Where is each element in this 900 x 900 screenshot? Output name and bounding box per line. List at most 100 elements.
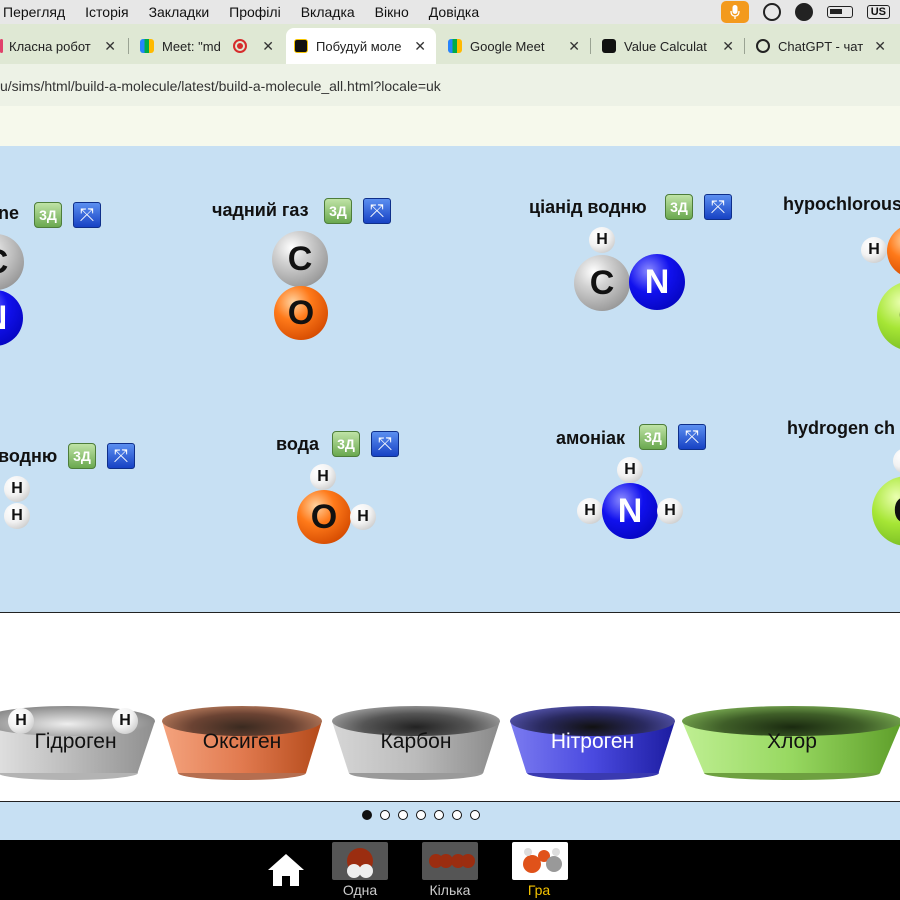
multiple-molecules-icon: [429, 854, 475, 868]
close-icon[interactable]: ✕: [104, 38, 116, 54]
tab-label: Value Calculat: [624, 38, 707, 54]
screen-multiple-button[interactable]: [422, 842, 478, 880]
carbon-atom[interactable]: C: [0, 234, 24, 290]
simulation-area: ne 3Д ⤧ C N чадний газ 3Д ⤧ C O ціанід в…: [0, 146, 900, 840]
screen-single-button[interactable]: [332, 842, 388, 880]
chlorine-atom[interactable]: C: [872, 476, 900, 546]
pager-dot[interactable]: [416, 810, 426, 820]
tab-google-meet[interactable]: Google Meet ✕: [438, 28, 590, 64]
pager-dot[interactable]: [470, 810, 480, 820]
hydrogen-atom[interactable]: H: [589, 227, 615, 253]
kit-label: Оксиген: [202, 730, 282, 753]
break-apart-button[interactable]: ⤧: [363, 198, 391, 224]
hydrogen-atom[interactable]: H: [657, 498, 683, 524]
hydrogen-atom[interactable]: H: [350, 504, 376, 530]
hydrogen-atom[interactable]: H: [4, 476, 30, 502]
skype-icon[interactable]: [762, 3, 781, 21]
nitrogen-atom[interactable]: N: [629, 254, 685, 310]
chatgpt-icon: [756, 39, 770, 53]
close-icon[interactable]: ✕: [262, 38, 274, 54]
break-apart-button[interactable]: ⤧: [73, 202, 101, 228]
hydrogen-atom[interactable]: H: [8, 708, 34, 734]
hydrogen-atom[interactable]: H: [577, 498, 603, 524]
pager-dot[interactable]: [452, 810, 462, 820]
address-bar[interactable]: u/sims/html/build-a-molecule/latest/buil…: [0, 64, 900, 106]
break-apart-button[interactable]: ⤧: [704, 194, 732, 220]
molecule-name: hypochlorous: [783, 194, 900, 214]
chlorine-kit-bowl[interactable]: Хлор: [682, 706, 900, 780]
tab-label: Побудуй моле: [316, 38, 402, 54]
tab-separator: [744, 38, 745, 54]
bookmarks-bar: [0, 106, 900, 146]
oxygen-kit-bowl[interactable]: Оксиген: [162, 706, 322, 780]
nitrogen-kit-bowl[interactable]: Нітроген: [510, 706, 675, 780]
close-icon[interactable]: ✕: [414, 38, 426, 54]
molecule-name: ціанід водню: [529, 197, 647, 217]
tab-label: Класна робот: [9, 38, 91, 54]
molecule-name: чадний газ: [212, 200, 309, 220]
tab-value-calculator[interactable]: Value Calculat ✕: [592, 28, 744, 64]
break-apart-button[interactable]: ⤧: [678, 424, 706, 450]
pager-dot[interactable]: [434, 810, 444, 820]
show-3d-button[interactable]: 3Д: [332, 431, 360, 457]
pager-dot[interactable]: [380, 810, 390, 820]
show-3d-button[interactable]: 3Д: [665, 194, 693, 220]
menu-view[interactable]: Перегляд: [3, 4, 66, 20]
hydrogen-atom[interactable]: H: [112, 708, 138, 734]
tab-strip: Класна робот ✕ Meet: "md ✕ Побудуй моле …: [0, 24, 900, 64]
tab-chatgpt[interactable]: ChatGPT - чат ✕: [746, 28, 896, 64]
menu-bookmarks[interactable]: Закладки: [148, 4, 210, 20]
oxygen-atom[interactable]: O: [274, 286, 328, 340]
carbon-atom[interactable]: C: [574, 255, 630, 311]
pager-dot[interactable]: [362, 810, 372, 820]
break-apart-button[interactable]: ⤧: [371, 431, 399, 457]
close-icon[interactable]: ✕: [568, 38, 580, 54]
oxygen-atom[interactable]: O: [297, 490, 351, 544]
nav-label-multiple: Кілька: [429, 882, 471, 898]
hydrogen-kit-bowl[interactable]: H H Гідроген: [0, 706, 155, 780]
nitrogen-atom[interactable]: N: [602, 483, 658, 539]
close-icon[interactable]: ✕: [874, 38, 886, 54]
carbon-atom[interactable]: C: [272, 231, 328, 287]
show-3d-button[interactable]: 3Д: [34, 202, 62, 228]
show-3d-button[interactable]: 3Д: [68, 443, 96, 469]
break-apart-icon: ⤧: [710, 197, 726, 217]
nav-label-game: Гра: [527, 882, 551, 898]
creative-cloud-icon[interactable]: [794, 3, 813, 21]
nitrogen-atom[interactable]: N: [0, 290, 23, 346]
hydrogen-atom[interactable]: H: [310, 464, 336, 490]
molecule-name: вода: [276, 434, 320, 454]
show-3d-button[interactable]: 3Д: [639, 424, 667, 450]
carbon-kit-bowl[interactable]: Карбон: [332, 706, 500, 780]
menu-history[interactable]: Історія: [85, 4, 129, 20]
tab-classwork[interactable]: Класна робот ✕: [0, 28, 126, 64]
menu-profiles[interactable]: Профілі: [229, 4, 281, 20]
menu-help[interactable]: Довідка: [428, 4, 480, 20]
oxygen-atom[interactable]: [887, 224, 900, 278]
chlorine-atom[interactable]: C: [877, 281, 900, 351]
pager-dot[interactable]: [398, 810, 408, 820]
break-apart-button[interactable]: ⤧: [107, 443, 135, 469]
kit-label: Хлор: [767, 730, 817, 753]
microphone-icon[interactable]: [720, 1, 749, 23]
battery-icon[interactable]: [826, 6, 853, 18]
input-source-badge[interactable]: US: [866, 5, 890, 19]
break-apart-icon: ⤧: [684, 427, 700, 447]
hydrogen-atom[interactable]: H: [861, 237, 887, 263]
url-text[interactable]: u/sims/html/build-a-molecule/latest/buil…: [0, 78, 441, 94]
hydrogen-atom[interactable]: H: [617, 457, 643, 483]
tab-label: Google Meet: [470, 38, 545, 54]
screen-game-button[interactable]: [512, 842, 568, 880]
show-3d-button[interactable]: 3Д: [324, 198, 352, 224]
close-icon[interactable]: ✕: [722, 38, 734, 54]
kit-pager: [362, 810, 480, 820]
menu-tab[interactable]: Вкладка: [300, 4, 355, 20]
tab-build-a-molecule[interactable]: Побудуй моле ✕: [286, 28, 436, 64]
meet-icon: [140, 39, 154, 53]
hydrogen-atom[interactable]: H: [4, 503, 30, 529]
menu-bar: Перегляд Історія Закладки Профілі Вкладк…: [0, 0, 900, 24]
tab-meet-md[interactable]: Meet: "md ✕: [130, 28, 284, 64]
menu-window[interactable]: Вікно: [374, 4, 409, 20]
hydrogen-atom[interactable]: [893, 448, 900, 474]
home-button[interactable]: [266, 852, 306, 888]
